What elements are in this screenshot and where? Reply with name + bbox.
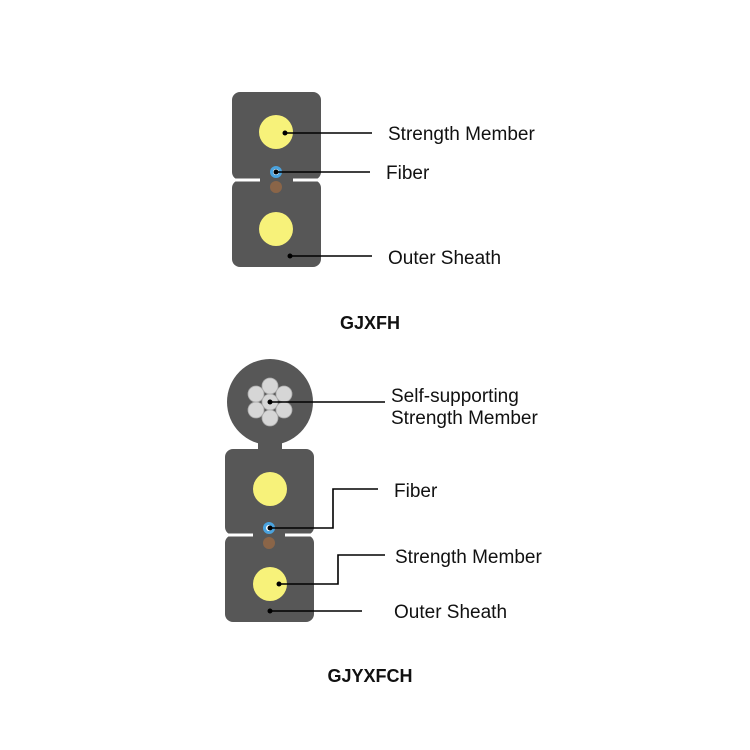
gjxfh-strength-member-top <box>259 115 293 149</box>
label-fiber: Fiber <box>394 481 438 502</box>
gjyxfch-leaders <box>267 399 385 614</box>
label-outer-sheath: Outer Sheath <box>388 248 501 269</box>
gjyxfch-neck <box>253 527 285 543</box>
label-outer-sheath: Outer Sheath <box>394 602 507 623</box>
gjxfh-cable-cross-section <box>232 92 321 267</box>
label-self-supporting-strength-member: Strength Member <box>391 408 538 429</box>
diagram-title-gjyxfch: GJYXFCH <box>327 666 412 686</box>
gjyxfch-strength-member-top <box>253 472 287 506</box>
steel-strand <box>261 377 279 395</box>
gjxfh-rip-cord <box>270 181 282 193</box>
gjxfh-leaders <box>273 130 372 259</box>
label-strength-member: Strength Member <box>395 547 542 568</box>
gjyxfch-rip-cord <box>263 537 275 549</box>
steel-strand <box>261 409 279 427</box>
label-fiber: Fiber <box>386 163 430 184</box>
gjyxfch-cable-cross-section <box>225 359 314 622</box>
steel-strand <box>247 385 265 403</box>
steel-strand <box>275 401 293 419</box>
label-strength-member: Strength Member <box>388 124 535 145</box>
gjyxfch-strength-member-bottom <box>253 567 287 601</box>
gjxfh-strength-member-bottom <box>259 212 293 246</box>
steel-strand <box>275 385 293 403</box>
steel-strand <box>247 401 265 419</box>
leader-line <box>279 554 385 585</box>
leader-line <box>270 488 378 529</box>
diagram-title-gjxfh: GJXFH <box>340 313 400 333</box>
gjxfh-neck <box>260 172 293 188</box>
label-self-supporting: Self-supporting <box>391 386 519 407</box>
